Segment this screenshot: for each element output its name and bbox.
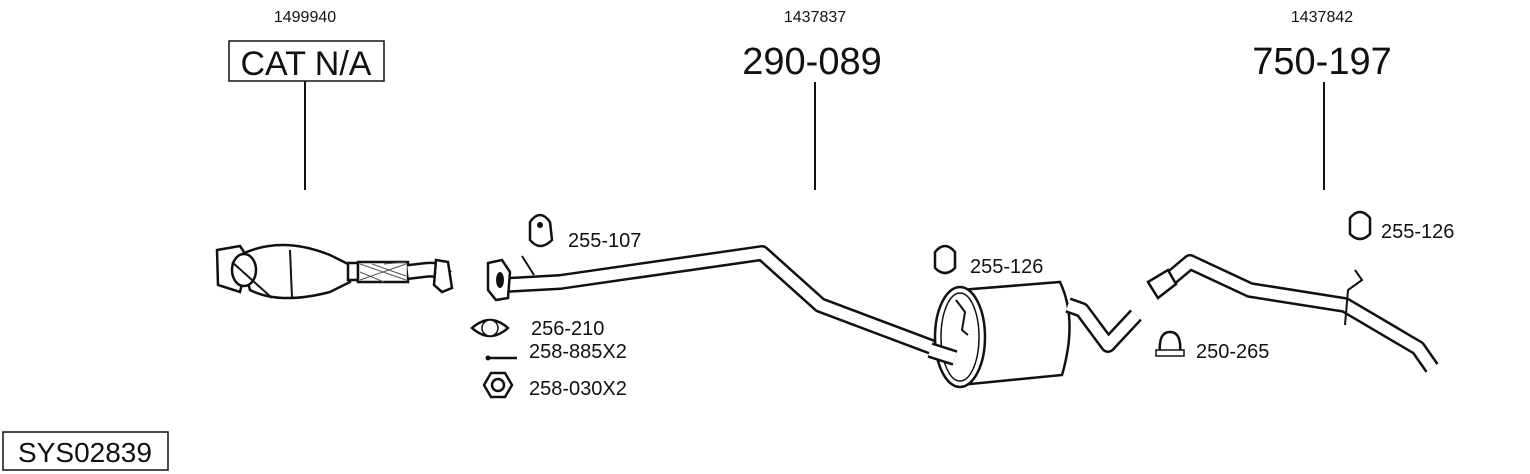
hanger-mid[interactable]: 255-126 <box>933 244 1043 278</box>
group-rear: 1437842 750-197 <box>1146 9 1439 373</box>
group-middle: 1437837 290-089 <box>486 9 1142 389</box>
rear-pipe-drawing[interactable] <box>1146 254 1439 373</box>
middle-pipe-drawing[interactable] <box>486 245 1142 389</box>
catalytic-converter-drawing[interactable] <box>215 243 454 300</box>
nut[interactable]: 258-030X2 <box>482 371 627 400</box>
rubber-hanger-icon <box>528 213 554 248</box>
system-id-box <box>2 431 169 471</box>
group-catalyst: 1499940 CAT N/A <box>215 9 454 300</box>
bolt[interactable]: 258-885X2 <box>485 341 627 363</box>
rubber-hanger-icon <box>933 244 957 275</box>
hanger-rear[interactable]: 255-126 <box>1348 210 1454 243</box>
hanger-front[interactable]: 255-107 <box>528 213 641 252</box>
ref-number: 1499940 <box>274 9 336 26</box>
clamp-icon <box>1158 330 1182 355</box>
ref-number: 1437842 <box>1291 9 1353 26</box>
ref-number: 1437837 <box>784 9 846 26</box>
rubber-hanger-icon <box>1348 210 1372 241</box>
code-box <box>228 40 385 82</box>
system-id-label: SYS02839 <box>18 437 152 468</box>
part-label: 258-030X2 <box>529 378 627 400</box>
part-label: 258-885X2 <box>529 341 627 363</box>
part-label: 250-265 <box>1196 341 1269 363</box>
part-label: 255-126 <box>970 256 1043 278</box>
part-label: 255-107 <box>568 230 641 252</box>
part-code[interactable]: CAT N/A <box>241 45 372 83</box>
part-code[interactable]: 290-089 <box>742 41 881 83</box>
system-id: SYS02839 <box>2 431 169 471</box>
part-label: 255-126 <box>1381 221 1454 243</box>
clamp[interactable]: 250-265 <box>1155 330 1269 363</box>
part-label: 256-210 <box>531 318 604 340</box>
part-code[interactable]: 750-197 <box>1252 41 1391 83</box>
gasket[interactable]: 256-210 <box>470 318 604 340</box>
